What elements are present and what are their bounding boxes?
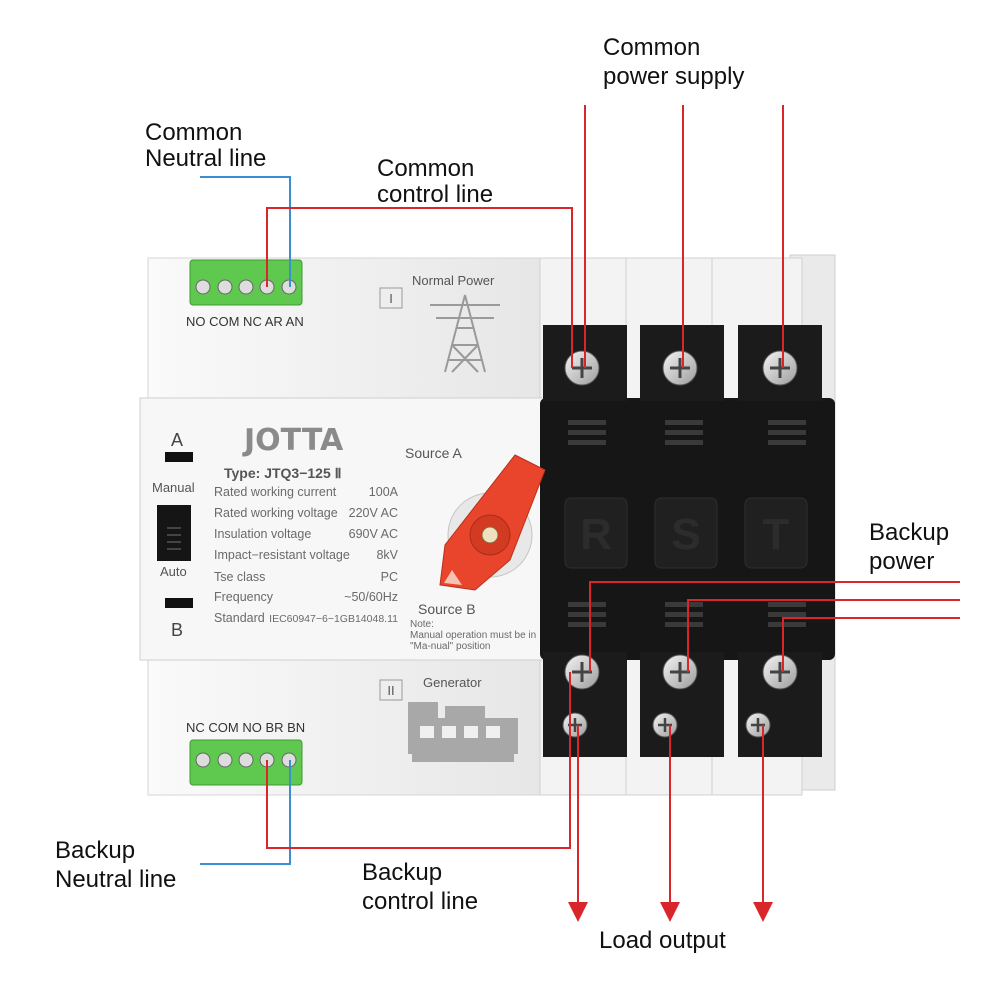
spec-value: 220V AC [349, 506, 398, 520]
screw-icon [652, 712, 678, 738]
manual-auto-switch[interactable] [157, 505, 191, 561]
load-output-label: Load output [599, 927, 726, 954]
bottom-terminal-block [189, 739, 303, 786]
phase-t: T [763, 510, 790, 559]
screw-icon [662, 654, 698, 690]
transfer-handle[interactable] [439, 454, 546, 591]
screw-icon [745, 712, 771, 738]
type-line: Type: JTQ3−125 Ⅱ [224, 465, 342, 481]
note-title: Note: [410, 619, 434, 630]
backup-neutral-wire [200, 760, 291, 865]
normal-power-label: Normal Power [412, 273, 495, 288]
common-control-wire [266, 207, 573, 368]
source-a-label: Source A [405, 445, 462, 461]
spec-label: Tse class [214, 570, 265, 584]
spec-label: Rated working voltage [214, 506, 338, 520]
phase-letters: R S T [564, 497, 808, 569]
screw-icon [662, 350, 698, 386]
auto-label: Auto [160, 564, 187, 579]
top-terminal-labels: NO COM NC AR AN [186, 314, 304, 329]
generator-icon [408, 702, 518, 762]
switch-b-label: B [171, 620, 183, 640]
screw-icon [564, 350, 600, 386]
common-power-supply-label: Common power supply [603, 34, 744, 90]
common-control-line-label: Common control line [377, 155, 493, 208]
backup-neutral-line-label: Backup Neutral line [55, 837, 176, 893]
spec-label: Standard [214, 611, 265, 625]
spec-label: Frequency [214, 590, 274, 604]
spec-value: IEC60947−6−1GB14048.11 [269, 613, 398, 625]
power-tower-icon [430, 294, 500, 373]
spec-label: Insulation voltage [214, 527, 311, 541]
brand-logo: JOTTA [242, 423, 344, 458]
common-neutral-wire [200, 176, 291, 287]
spec-label: Impact−resistant voltage [214, 548, 350, 562]
phase-r: R [580, 510, 612, 559]
spec-table: Rated working current 100A Rated working… [214, 485, 399, 625]
spec-label: Rated working current [214, 485, 337, 499]
indicator-b [165, 598, 193, 608]
screw-icon [762, 654, 798, 690]
wiring [200, 105, 960, 922]
manual-label: Manual [152, 480, 195, 495]
generator-label: Generator [423, 675, 482, 690]
phase-s: S [671, 510, 700, 559]
backup-power-wire-s [687, 599, 960, 672]
backup-power-wire-t [782, 617, 960, 672]
backup-power-wire-r [589, 581, 960, 672]
note-line-1: Manual operation must be in [410, 630, 536, 641]
screw-icon [562, 712, 588, 738]
switch-a-label: A [171, 430, 183, 450]
spec-value: PC [381, 570, 398, 584]
common-neutral-line-label: Common Neutral line [145, 119, 266, 172]
spec-value: 690V AC [349, 527, 398, 541]
backup-power-label: Backup power [869, 519, 956, 575]
spec-value: ~50/60Hz [344, 590, 398, 604]
vent-slots [568, 420, 806, 627]
top-terminal-block [189, 259, 303, 306]
bottom-terminal-labels: NC COM NO BR BN [186, 720, 305, 735]
screw-icon [762, 350, 798, 386]
switch-grip-lines [167, 527, 181, 550]
spec-value: 100A [369, 485, 399, 499]
backup-control-line-label: Backup control line [362, 859, 478, 915]
source-b-label: Source B [418, 601, 476, 617]
source-two-numeral: II [387, 683, 394, 698]
spec-value: 8kV [376, 548, 398, 562]
source-one-numeral: I [389, 291, 393, 306]
backup-control-wire [266, 672, 571, 849]
indicator-a [165, 452, 193, 462]
note-line-2: "Ma-nual" position [410, 641, 490, 652]
